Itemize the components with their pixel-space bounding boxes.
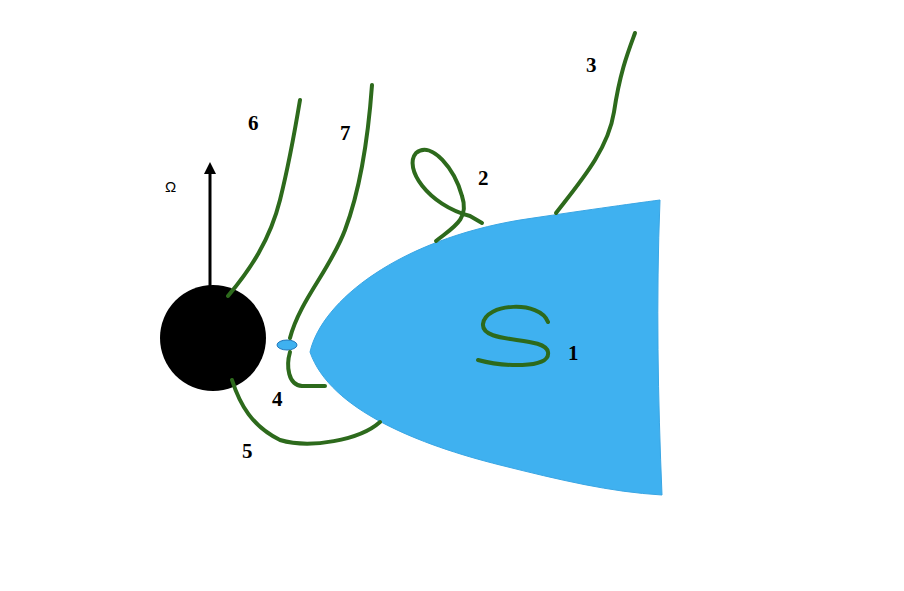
axis-label: Ω [163,178,178,195]
callout-number: 4 [270,388,285,411]
callout-number: 2 [476,167,491,190]
field-line [478,307,548,365]
blue-region [310,200,662,495]
callout-number: 3 [584,54,599,77]
field-line [290,85,372,338]
field-line [556,33,635,213]
blue-blob [277,340,297,350]
field-line [288,352,325,386]
field-line [228,100,300,296]
rotation-axis-arrow [209,168,212,292]
field-line [232,380,380,444]
callout-number: 1 [566,342,581,365]
callout-number: 7 [338,122,353,145]
black-sphere [160,285,266,391]
callout-number: 6 [246,112,261,135]
field-line [413,150,482,241]
callout-number: 5 [240,440,255,463]
